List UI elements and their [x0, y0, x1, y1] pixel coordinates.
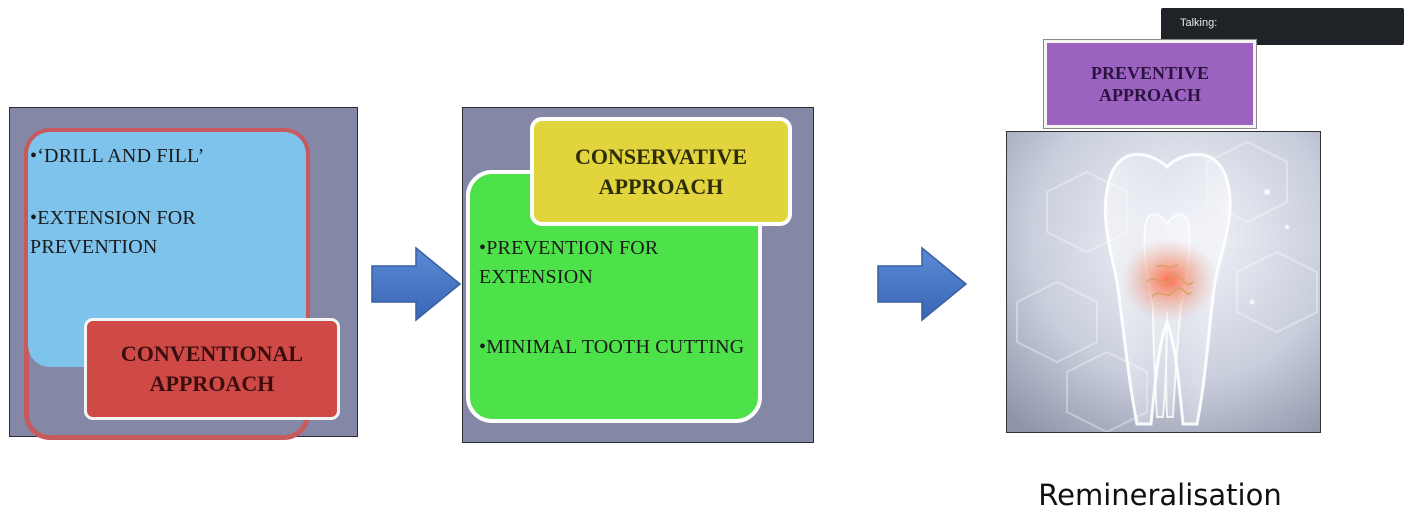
conventional-outline-frame	[24, 128, 310, 440]
conservative-title: CONSERVATIVE APPROACH	[574, 143, 747, 199]
bullet-minimal-tooth-cutting: •MINIMAL TOOTH CUTTING	[479, 336, 745, 358]
conventional-title: CONVENTIONAL APPROACH	[120, 341, 304, 396]
bullet-prevention-for-extension: •PREVENTION FOR EXTENSION	[479, 237, 659, 288]
preventive-title-box: PREVENTIVE APPROACH	[1043, 39, 1257, 129]
bullet-extension-for-prevention: •EXTENSION FOR PREVENTION	[30, 207, 196, 258]
bullet-drill-and-fill: •‘DRILL AND FILL’	[30, 145, 205, 167]
right-arrow-icon	[877, 246, 968, 322]
talking-indicator-bar	[1161, 8, 1404, 45]
conventional-title-box: CONVENTIONAL APPROACH	[84, 318, 340, 420]
preventive-title: PREVENTIVE APPROACH	[1090, 63, 1210, 105]
talking-label: Talking:	[1180, 17, 1218, 29]
tooth-icon	[1007, 132, 1320, 432]
conservative-title-box: CONSERVATIVE APPROACH	[530, 117, 792, 226]
right-arrow-icon	[371, 246, 462, 322]
tooth-illustration	[1006, 131, 1321, 433]
remineralisation-caption: Remineralisation	[1038, 478, 1282, 512]
